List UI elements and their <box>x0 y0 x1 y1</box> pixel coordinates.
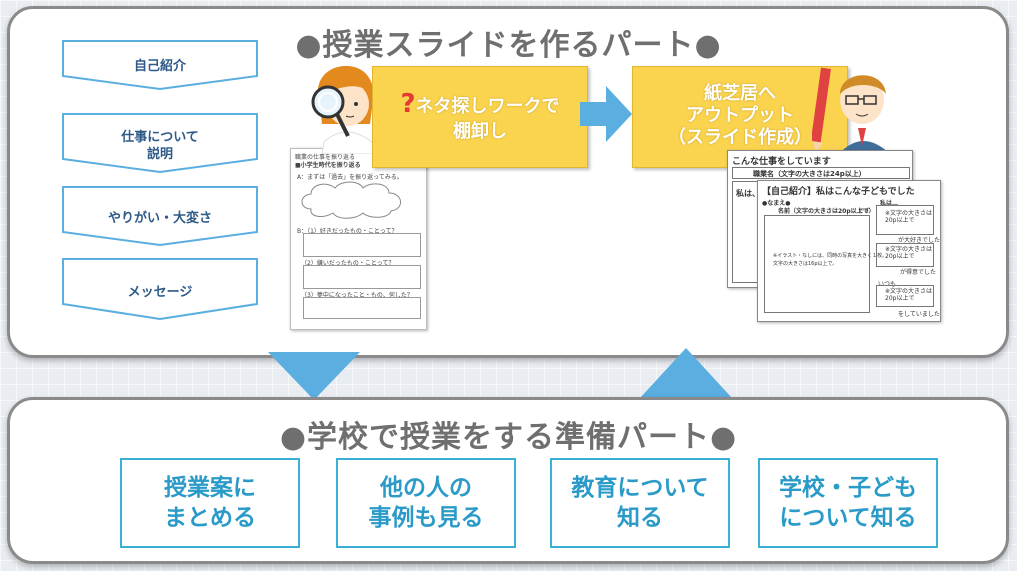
worksheet-thumbnail: 職業の仕事を振り返る ■小学生時代を振り返る A：まずは「過去」を振り返ってみる… <box>290 148 427 330</box>
slide1-title: こんな仕事をしています <box>732 154 831 167</box>
slide2-title: 【自己紹介】私はこんな子どもでした <box>762 184 915 197</box>
slide2-right-note: ※文字の大きさは 20p以上で <box>885 288 932 302</box>
card-label: 授業案に まとめる <box>164 473 256 533</box>
box1-line2: 棚卸し <box>373 121 587 143</box>
slide2-right-box: ※文字の大きさは 20p以上で <box>876 243 934 267</box>
right-arrow <box>580 86 632 142</box>
answer-box <box>303 297 421 319</box>
step-job-description: 仕事について 説明 <box>62 113 258 173</box>
card-label: 教育について 知る <box>571 473 708 533</box>
step-label: 仕事について 説明 <box>62 129 258 163</box>
step-message: メッセージ <box>62 258 258 320</box>
question-mark: ? <box>400 89 415 119</box>
slide2-right-box: ※文字の大きさは 20p以上で <box>876 285 934 307</box>
inventory-work-box: ?ネタ探しワークで 棚卸し <box>372 66 588 168</box>
card-other-examples: 他の人の 事例も見る <box>336 458 516 548</box>
slide1-row: 職業名（文字の大きさは24p以上） <box>732 167 910 179</box>
man-pencil-illustration <box>812 64 904 160</box>
slide2-body1: ※イラスト・なしには、同時の写真を大きく１枚。 <box>773 252 887 259</box>
slide2-right-tail2: が得意でした <box>900 267 936 276</box>
school-prep-title: ●学校で授業をする準備パート● <box>0 412 1017 456</box>
box1-line1: ネタ探しワークで <box>416 96 560 117</box>
down-arrow <box>268 352 360 400</box>
card-lesson-plan: 授業案に まとめる <box>120 458 300 548</box>
worksheet-subtitle: ■小学生時代を振り返る <box>295 160 361 169</box>
slide2-name-suffix: です <box>858 206 870 215</box>
step-label: メッセージ <box>62 284 258 301</box>
slide2-right-note: ※文字の大きさは 20p以上で <box>885 210 932 224</box>
slide2-right-note: ※文字の大きさは 20p以上で <box>885 246 932 260</box>
step-label: 自己紹介 <box>62 58 258 75</box>
up-arrow <box>640 348 732 398</box>
step-self-introduction: 自己紹介 <box>62 40 258 90</box>
slide1-row-label: 職業名（文字の大きさは24p以上） <box>753 169 866 179</box>
slide2-right-tail4: をしていました <box>898 309 940 318</box>
slide-thumbnail-intro: 【自己紹介】私はこんな子どもでした ●なまえ● 名前（文字の大きさは20p以上で… <box>757 180 941 322</box>
card-about-schools-children: 学校・子ども について知る <box>758 458 938 548</box>
step-rewards-challenges: やりがい・大変さ <box>62 186 258 246</box>
slide2-photo-box: ※イラスト・なしには、同時の写真を大きく１枚。 文字の大きさは16p以上で。 <box>764 215 870 313</box>
card-label: 学校・子ども について知る <box>779 473 917 533</box>
answer-box <box>303 233 421 257</box>
step-label: やりがい・大変さ <box>62 210 258 227</box>
thought-cloud <box>297 179 409 221</box>
card-label: 他の人の 事例も見る <box>369 473 484 533</box>
slide2-right-box: ※文字の大きさは 20p以上で <box>876 205 934 235</box>
card-about-education: 教育について 知る <box>550 458 730 548</box>
slide2-body2: 文字の大きさは16p以上で。 <box>773 260 837 267</box>
answer-box <box>303 265 421 289</box>
